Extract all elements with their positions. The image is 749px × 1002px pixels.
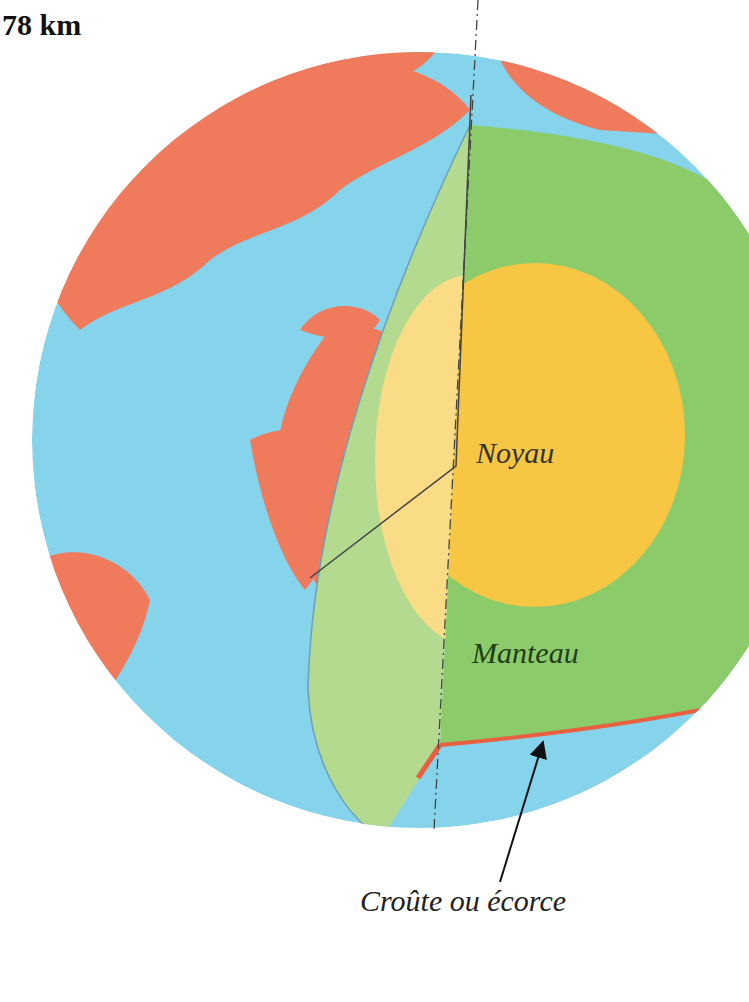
radius-line: [310, 95, 471, 578]
core-front: [375, 275, 565, 645]
mantle-label: Manteau: [472, 636, 579, 669]
rotation-axis: [434, 0, 478, 830]
crust-edge: [440, 700, 749, 745]
crust-label: Croûte ou écorce: [360, 884, 566, 917]
globe: [30, 38, 749, 838]
leader-arrow: [500, 742, 543, 882]
radius-dimension: 78 km: [2, 8, 81, 41]
cut-edge: [308, 125, 470, 838]
core-label: Noyau: [476, 436, 554, 469]
